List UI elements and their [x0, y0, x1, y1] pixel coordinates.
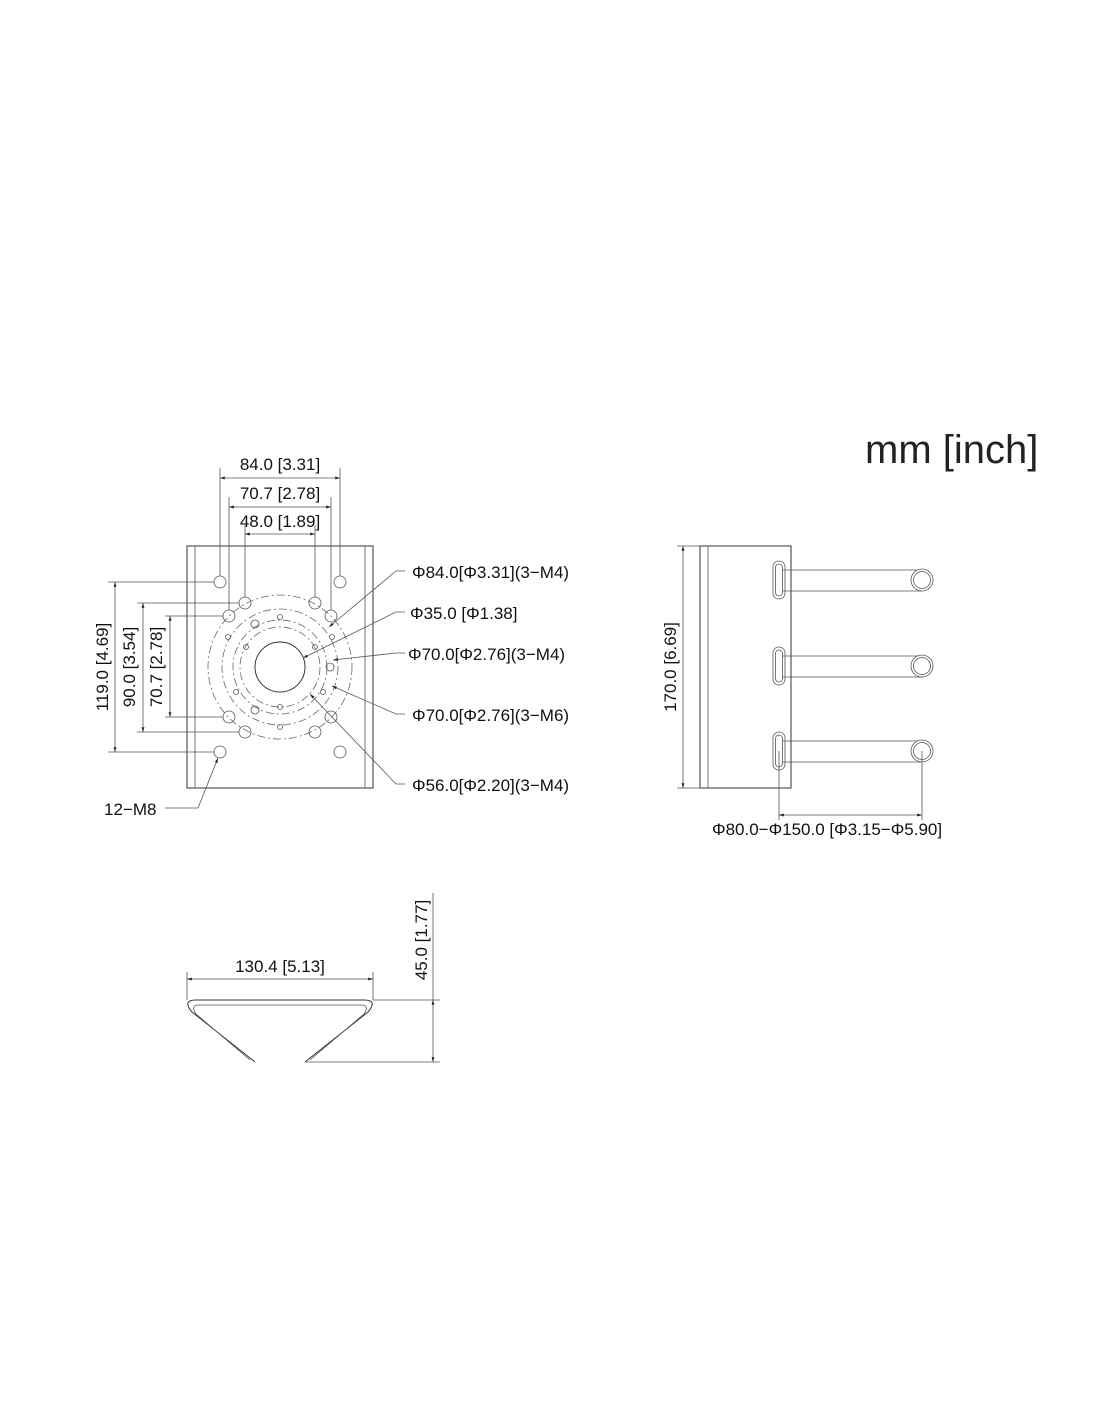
- dim-width-48: 48.0 [1.89]: [240, 512, 320, 531]
- callout-84: Φ84.0[Φ3.31](3−M4): [412, 563, 569, 582]
- callout-56: Φ56.0[Φ2.20](3−M4): [412, 776, 569, 795]
- dim-width-84: 84.0 [3.31]: [240, 455, 320, 474]
- dim-height-170: 170.0 [6.69]: [661, 622, 680, 712]
- callout-70-m6: Φ70.0[Φ2.76](3−M6): [412, 706, 569, 725]
- units-label: mm [inch]: [865, 428, 1038, 472]
- dim-height-45: 45.0 [1.77]: [412, 900, 431, 980]
- dim-width-70: 70.7 [2.78]: [240, 484, 320, 503]
- dim-pole-range: Φ80.0−Φ150.0 [Φ3.15−Φ5.90]: [712, 820, 942, 839]
- dim-height-90: 90.0 [3.54]: [120, 627, 139, 707]
- straps: [772, 560, 934, 771]
- center-hole: [254, 641, 306, 693]
- bottom-view: 130.4 [5.13] 45.0 [1.77]: [186, 893, 440, 1063]
- side-view: 170.0 [6.69] Φ80.0−Φ150.0 [Φ3.15−Φ5.90]: [661, 545, 942, 839]
- dim-height-70: 70.7 [2.78]: [147, 627, 166, 707]
- front-plate: [186, 545, 374, 789]
- dim-width-130: 130.4 [5.13]: [235, 957, 325, 976]
- holes-label: 12−M8: [104, 800, 156, 819]
- dim-height-119: 119.0 [4.69]: [93, 623, 112, 712]
- front-view: 84.0 [3.31] 70.7 [2.78] 48.0 [1.89] 119.…: [93, 455, 569, 819]
- callout-35: Φ35.0 [Φ1.38]: [410, 604, 517, 623]
- callout-70-m4: Φ70.0[Φ2.76](3−M4): [408, 645, 565, 664]
